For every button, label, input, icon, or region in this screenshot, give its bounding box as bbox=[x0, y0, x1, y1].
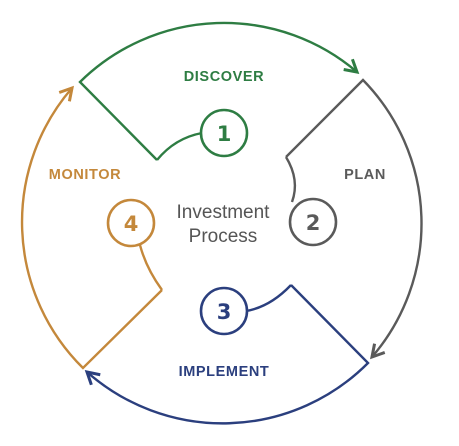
stage-discover: 1 DISCOVER bbox=[78, 21, 360, 161]
monitor-connector bbox=[138, 244, 163, 291]
step-1-badge bbox=[199, 108, 249, 158]
implement-label: IMPLEMENT bbox=[179, 364, 270, 380]
step-3-badge bbox=[199, 286, 249, 336]
stage-monitor: 4 MONITOR bbox=[20, 85, 163, 370]
discover-arrow bbox=[78, 21, 360, 161]
stage-plan: 2 PLAN bbox=[284, 78, 423, 360]
center-title-line1: Investment bbox=[177, 202, 271, 223]
stage-implement: 3 IMPLEMENT bbox=[84, 284, 370, 425]
plan-label: PLAN bbox=[344, 167, 386, 183]
plan-connector bbox=[284, 156, 297, 203]
plan-arrow bbox=[285, 78, 423, 360]
implement-arrow bbox=[84, 284, 370, 425]
implement-connector bbox=[245, 284, 292, 313]
monitor-arrow bbox=[20, 85, 163, 370]
step-4-badge bbox=[106, 198, 156, 248]
step-3-number: 3 bbox=[217, 300, 232, 324]
center-title-line2: Process bbox=[189, 226, 258, 247]
step-1-number: 1 bbox=[217, 122, 232, 146]
discover-label: DISCOVER bbox=[184, 69, 265, 85]
step-2-number: 2 bbox=[306, 211, 321, 235]
step-2-badge bbox=[288, 197, 338, 247]
step-4-number: 4 bbox=[124, 212, 139, 236]
discover-connector bbox=[156, 131, 203, 161]
monitor-label: MONITOR bbox=[49, 167, 121, 183]
center-title: Investment Process bbox=[177, 202, 271, 247]
